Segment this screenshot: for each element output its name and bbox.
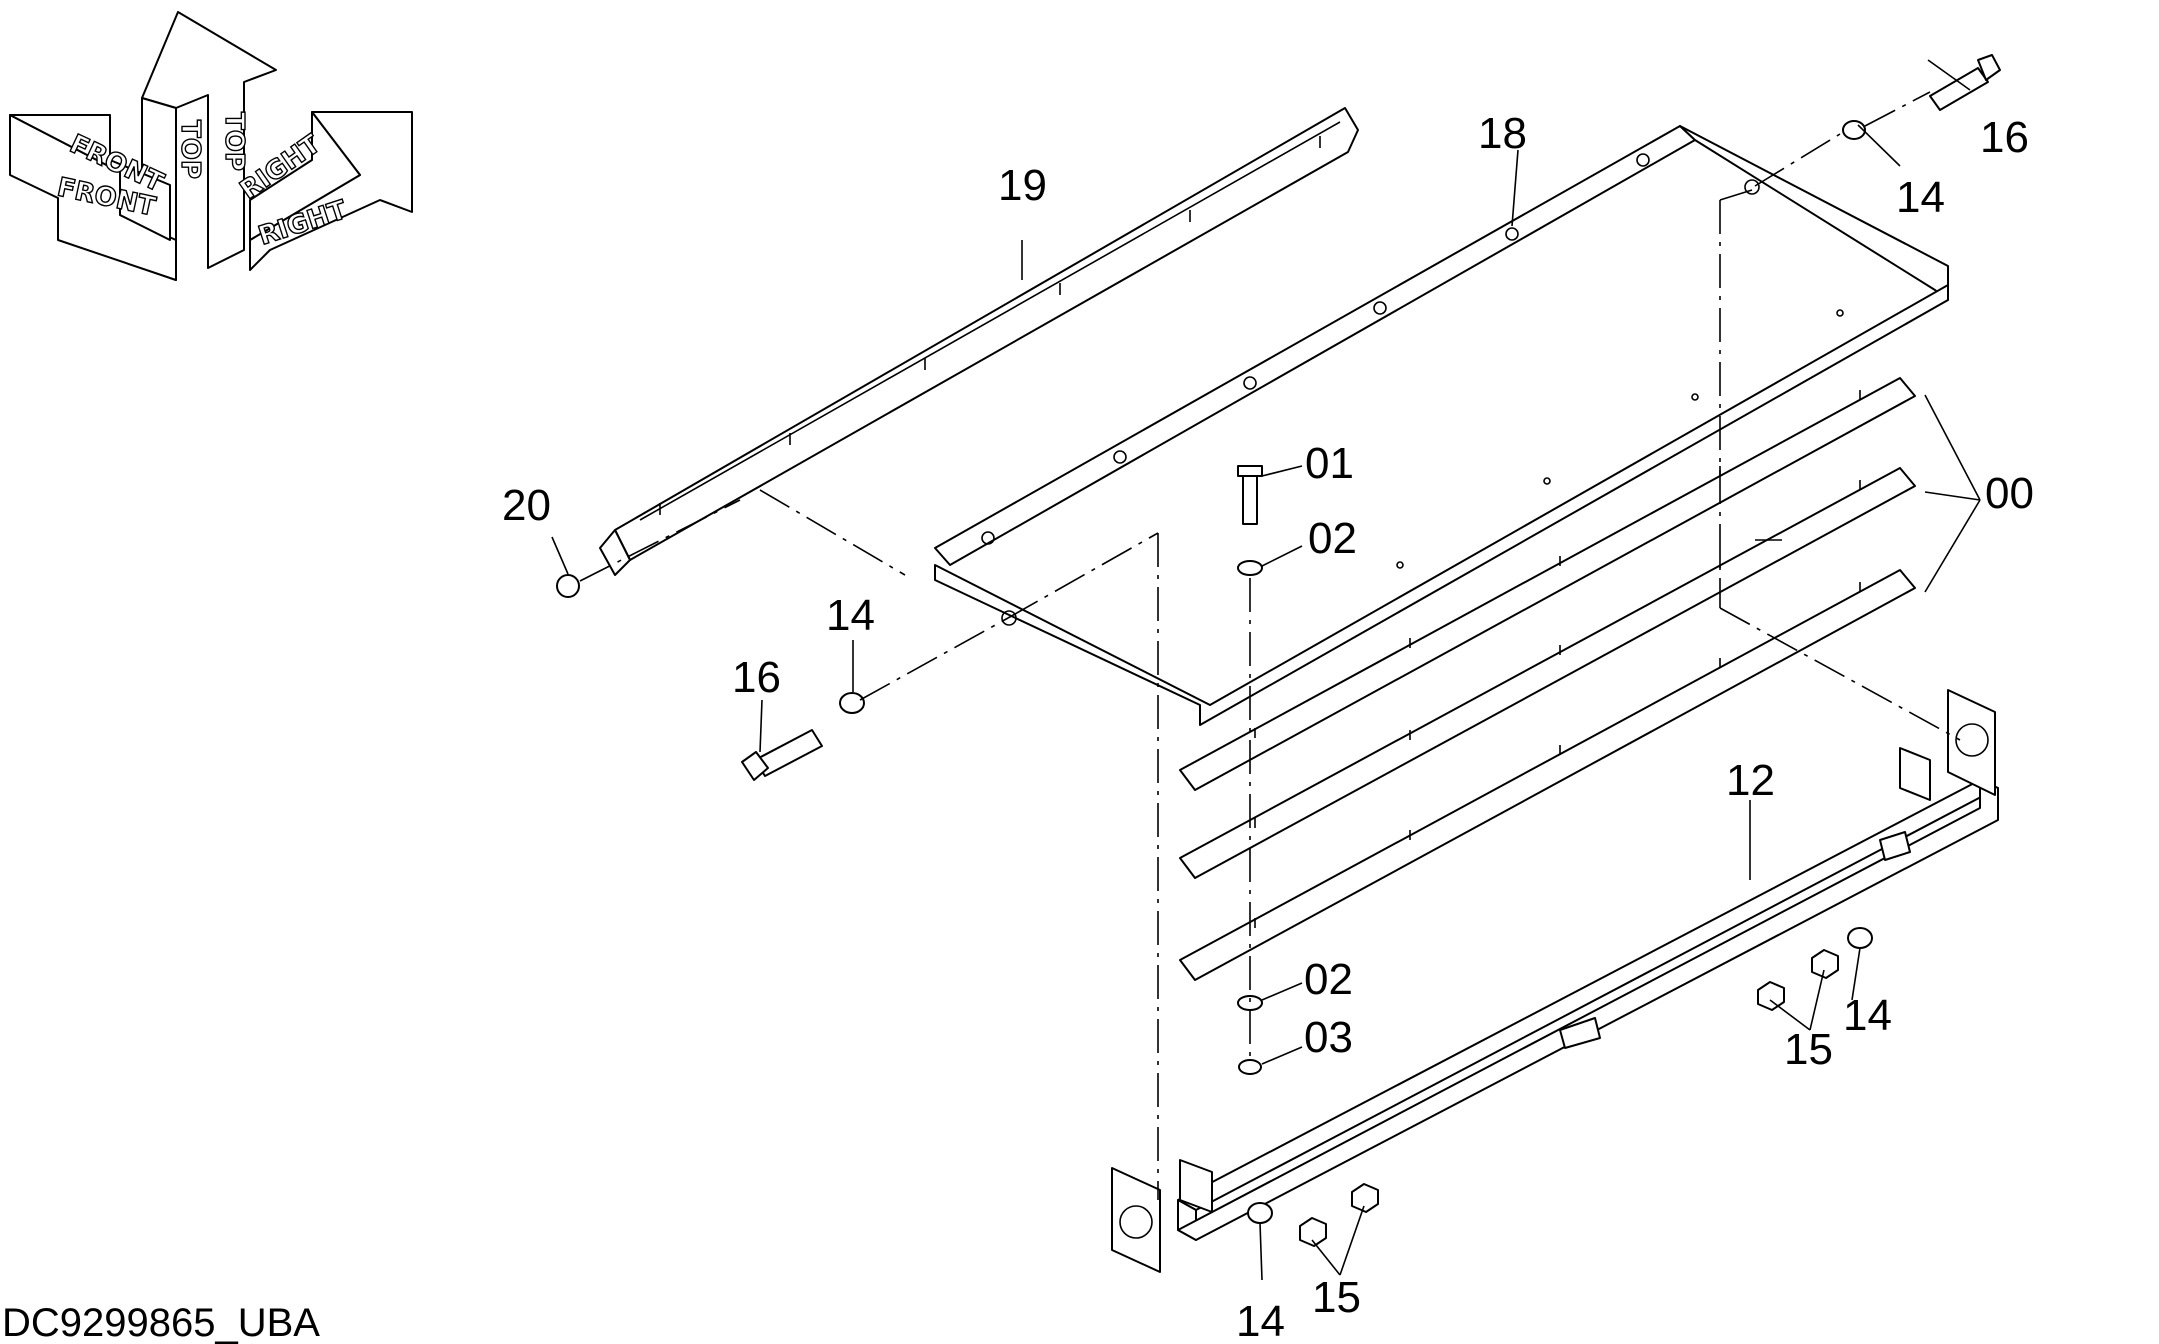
callout-15-right: 15 <box>1784 1025 1833 1074</box>
callout-14-right-top: 14 <box>1896 173 1945 222</box>
part-15-nuts-right <box>1757 949 1839 1011</box>
callout-12: 12 <box>1726 756 1775 805</box>
part-16-bolt-left <box>741 729 823 781</box>
callout-14-right-bottom: 14 <box>1843 991 1892 1040</box>
callout-15-bottom: 15 <box>1312 1273 1361 1322</box>
part-12-channel <box>1111 689 1999 1273</box>
part-03-nut <box>1238 1059 1262 1075</box>
drawing-id: DC9299865_UBA <box>2 1301 320 1344</box>
callout-14-left: 14 <box>826 591 875 640</box>
callout-02-top: 02 <box>1308 514 1357 563</box>
part-20-nut <box>556 574 580 598</box>
part-18-frame <box>934 125 1949 726</box>
part-16-bolt-right <box>1929 54 2001 111</box>
callout-19: 19 <box>998 161 1047 210</box>
callout-03: 03 <box>1304 1013 1353 1062</box>
callout-02-bottom: 02 <box>1304 955 1353 1004</box>
center-lines <box>579 91 1961 1200</box>
leader-lines <box>551 59 1981 1281</box>
callout-14-bottom: 14 <box>1236 1297 1285 1344</box>
part-14-washer-right-top <box>1842 120 1866 140</box>
part-14-washer-bottom <box>1247 1202 1273 1224</box>
part-01-bolt <box>1237 465 1263 525</box>
part-00-slats <box>1179 377 1916 981</box>
top-label-a: TOP <box>175 120 205 179</box>
part-19-strip <box>599 107 1359 576</box>
callout-18: 18 <box>1478 109 1527 158</box>
callout-00: 00 <box>1985 469 2034 518</box>
top-label-b: TOP <box>219 112 249 171</box>
orientation-arrows-icon: FRONT FRONT TOP TOP RIGHT RIGHT <box>9 11 413 281</box>
part-02-washer-top <box>1237 560 1263 576</box>
callout-20: 20 <box>502 481 551 530</box>
part-14-washer-right-bottom <box>1847 927 1873 949</box>
part-15-nuts-bottom <box>1299 1183 1379 1247</box>
callout-01: 01 <box>1305 439 1354 488</box>
callout-16-right: 16 <box>1980 113 2029 162</box>
callout-16-left: 16 <box>732 653 781 702</box>
part-14-washer-left <box>839 692 865 714</box>
